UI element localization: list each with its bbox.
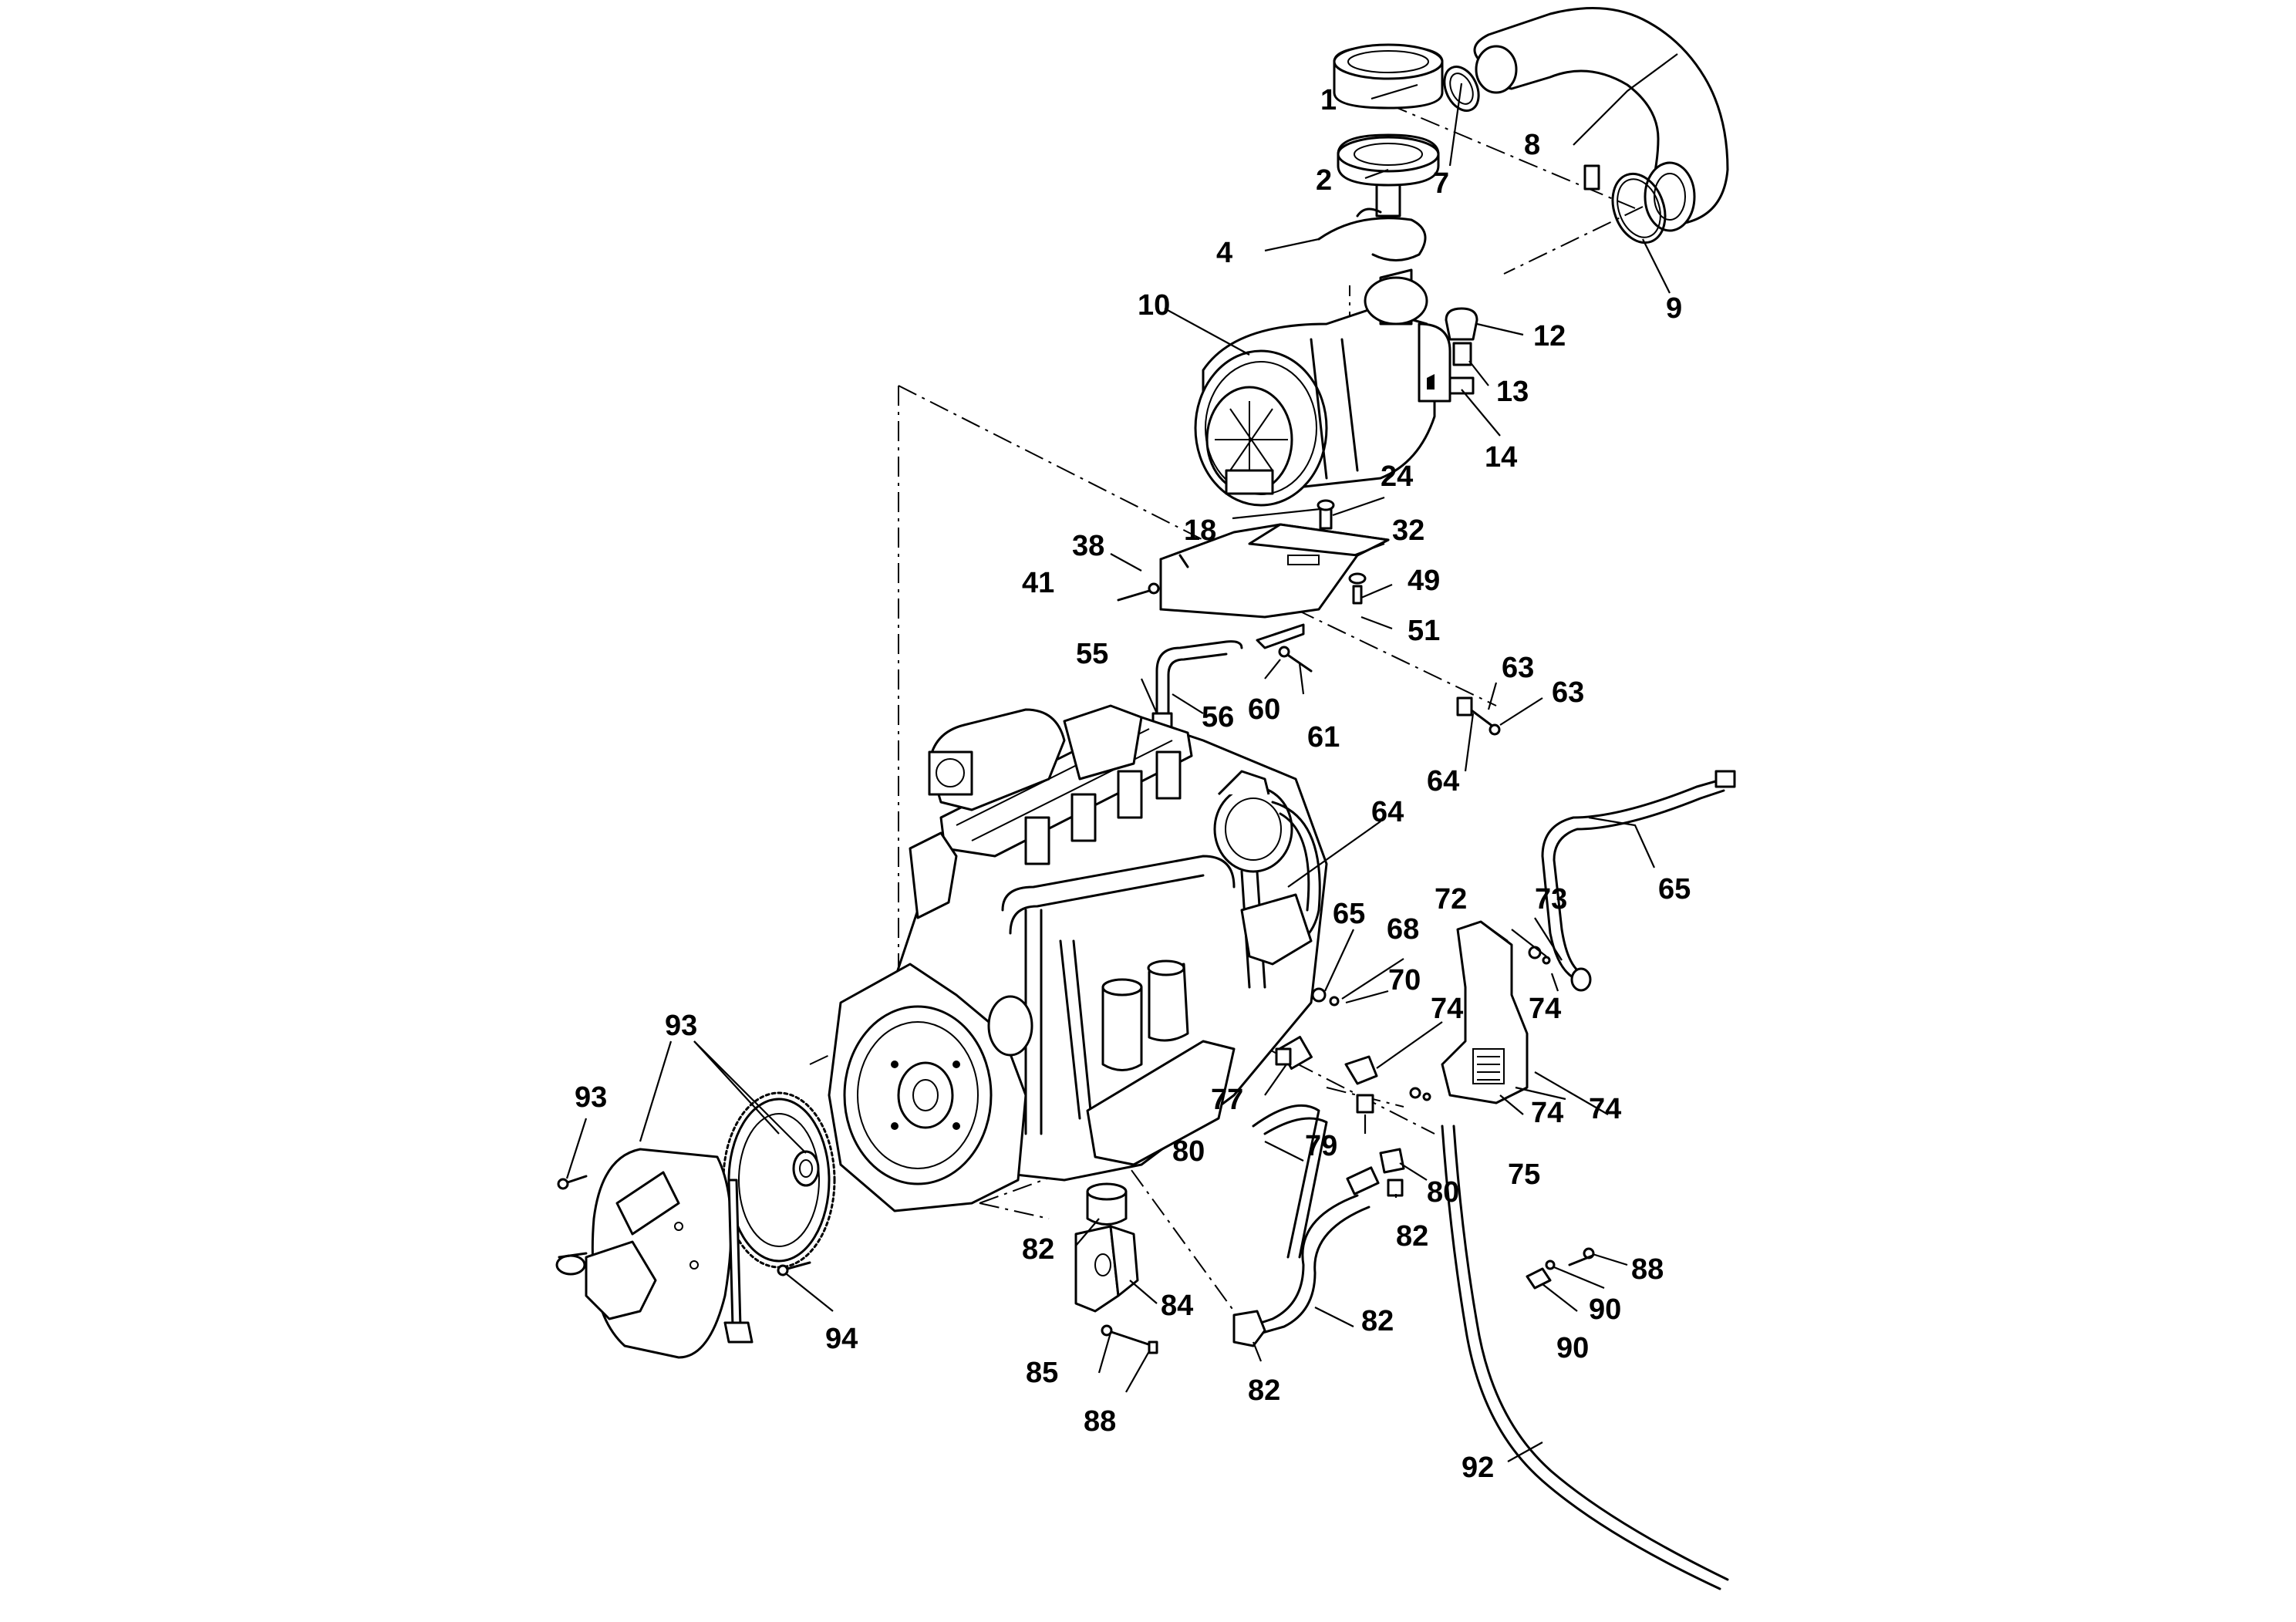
callout-55: 4: [1216, 237, 1232, 269]
callout-4: 93: [665, 1010, 697, 1042]
callout-88b: 82: [1396, 1220, 1428, 1253]
callout-75: 18: [1184, 514, 1216, 547]
callout-74c: 63: [1552, 676, 1584, 709]
callout-84: 41: [1022, 567, 1054, 599]
callout-93b: 73: [1535, 883, 1567, 916]
callout-12: 2: [1316, 164, 1332, 197]
adapter-12: [1337, 133, 1440, 218]
leader-lines: [565, 53, 1678, 1462]
callout-38: 56: [1202, 701, 1234, 733]
engine-1: [828, 704, 1328, 1212]
callout-24: 84: [1161, 1290, 1193, 1322]
fitting-10: [1275, 1047, 1292, 1066]
callout-2: 10: [1138, 289, 1170, 322]
callout-72: 88: [1631, 1253, 1664, 1286]
callout-90a: 68: [1387, 913, 1419, 946]
callout-63b: 72: [1435, 883, 1467, 916]
callout-74a: 51: [1408, 615, 1440, 647]
bracket-32: [1441, 920, 1529, 1104]
callout-68: 14: [1485, 441, 1517, 474]
callout-65b: 90: [1556, 1332, 1589, 1364]
tube-8: [1541, 770, 1736, 992]
hardware-65-72-80: [1526, 1247, 1595, 1290]
callout-1: 64: [1371, 796, 1404, 828]
hardware-63-90-93: [1311, 946, 1551, 1101]
bolt-79: [777, 1261, 811, 1276]
callout-61: 13: [1496, 376, 1529, 408]
fitting-88-lower: [1387, 1179, 1404, 1197]
callout-41: 32: [1392, 514, 1424, 547]
clip-55: [1317, 207, 1427, 261]
mount-rubber-51: [1086, 1182, 1128, 1226]
callout-9: 9: [1666, 292, 1682, 325]
callout-8: 65: [1658, 873, 1691, 905]
callout-82a: 38: [1072, 530, 1104, 562]
callout-13: 1: [1320, 84, 1337, 116]
hose-clamp-9: [1583, 164, 1667, 244]
callout-51: 82: [1022, 1233, 1054, 1266]
callout-56: 82: [1361, 1305, 1394, 1337]
callout-70: 55: [1076, 638, 1108, 670]
callout-32: 74: [1589, 1093, 1621, 1125]
tube-60: [1441, 1125, 1729, 1590]
callout-labels: 1 2 4 7 8 9 10 12 13 14 18 24 32 38 41 4…: [575, 84, 1691, 1484]
hose-14: [1252, 1036, 1328, 1259]
fitting-64-upper: [1344, 1055, 1378, 1085]
hose-56: [1248, 1166, 1380, 1336]
callout-92: 7: [1433, 167, 1449, 200]
intake-hose: [1473, 6, 1729, 232]
callout-18: 8: [1524, 129, 1540, 161]
callout-64b: 80: [1427, 1176, 1459, 1209]
callout-79: 94: [825, 1323, 858, 1355]
mount-bracket-24: [1074, 1225, 1139, 1313]
fitting-88-upper: [1356, 1094, 1374, 1114]
fitting-64-lower: [1379, 1148, 1405, 1174]
callout-63a: 65: [1333, 898, 1365, 930]
cover-plate-4: [555, 1148, 754, 1359]
callout-74b: 61: [1307, 721, 1340, 754]
callout-82b: 49: [1408, 565, 1440, 597]
callout-7: 12: [1533, 320, 1566, 352]
bolt-77: [557, 1175, 588, 1190]
callout-14: 80: [1172, 1135, 1205, 1168]
bolt-73: [1101, 1324, 1158, 1354]
callout-80a: 24: [1381, 460, 1413, 493]
service-indicator-7: [1445, 307, 1478, 395]
callout-88a: 79: [1305, 1130, 1337, 1162]
bolt-74-pair: [1278, 646, 1501, 736]
bracket-41: [1159, 499, 1390, 649]
callout-64a: 74: [1431, 993, 1463, 1025]
callout-90b: 74: [1529, 993, 1561, 1025]
callout-82c: 60: [1248, 693, 1280, 726]
bolt-84: [1117, 582, 1160, 602]
cap-13: [1333, 43, 1444, 110]
fitting-49: [1232, 1310, 1266, 1347]
callout-77: 93: [575, 1081, 607, 1114]
callout-49: 82: [1248, 1374, 1280, 1407]
callout-85: 85: [1026, 1357, 1058, 1389]
callout-10: 77: [1211, 1084, 1243, 1116]
callout-94: 74: [1531, 1097, 1563, 1129]
callout-82d: 63: [1502, 652, 1534, 684]
air-filter-2: [1194, 268, 1451, 507]
callout-65a: 64: [1427, 765, 1459, 798]
callout-93a: 70: [1388, 964, 1421, 996]
callout-80b: 90: [1589, 1293, 1621, 1326]
ring-gear-4: [722, 1091, 836, 1269]
callout-73: 88: [1084, 1405, 1116, 1438]
callout-74d: 75: [1508, 1158, 1540, 1191]
callout-60: 92: [1462, 1452, 1494, 1484]
